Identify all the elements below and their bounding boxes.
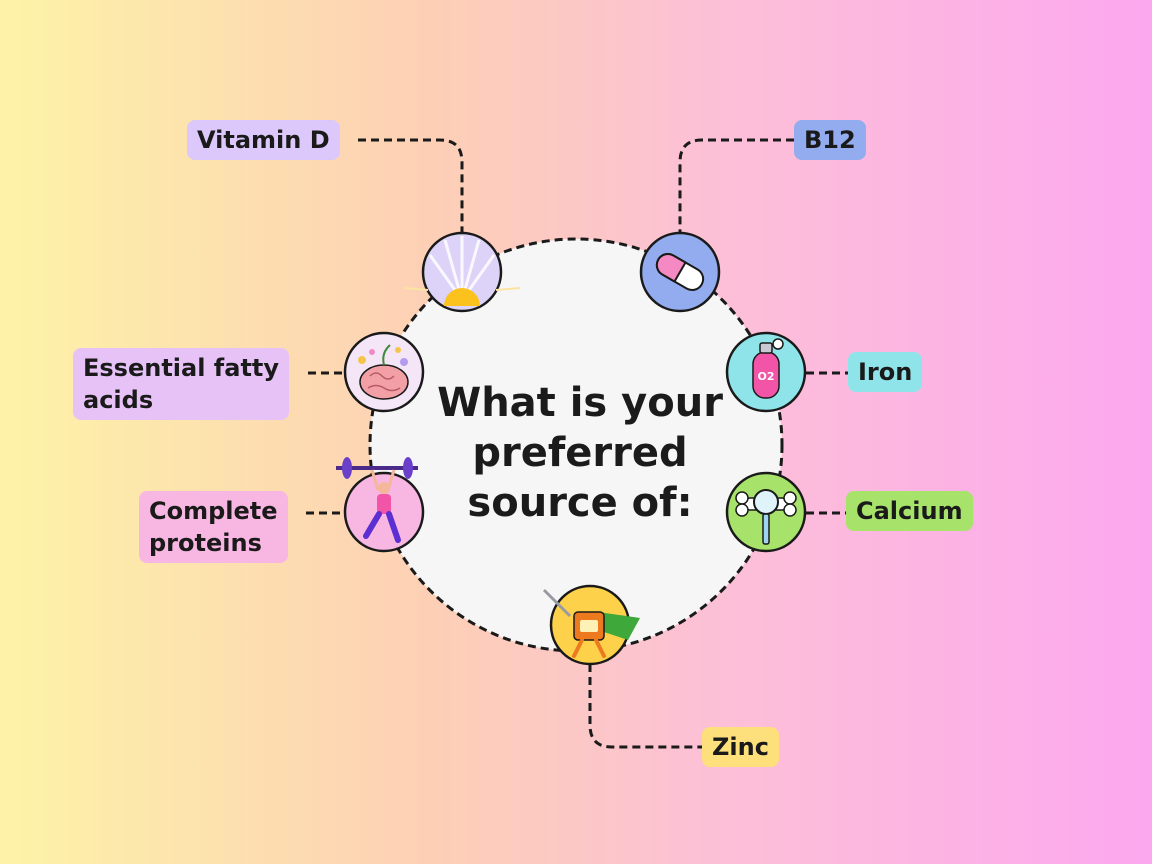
label-essential-fatty-acids-line-1: Essential fatty xyxy=(83,354,280,382)
center-circle xyxy=(368,237,784,653)
label-zinc-text: Zinc xyxy=(712,733,769,761)
label-complete-proteins: Complete proteins xyxy=(139,491,288,563)
brain-with-flowers-icon xyxy=(343,331,425,413)
center-title-line-2: preferred xyxy=(472,430,688,476)
bone-magnifier-icon xyxy=(725,471,807,553)
zinc-superhero-icon xyxy=(542,584,640,666)
label-essential-fatty-acids: Essential fatty acids xyxy=(73,348,290,420)
center-title-line-1: What is your xyxy=(437,380,723,426)
label-calcium: Calcium xyxy=(846,491,973,531)
label-iron: Iron xyxy=(848,352,923,392)
center-title-line-3: source of: xyxy=(467,480,693,526)
sun-icon xyxy=(403,231,521,313)
connector-zinc xyxy=(588,664,702,749)
label-vitamin-d: Vitamin D xyxy=(187,120,340,160)
label-essential-fatty-acids-line-2: acids xyxy=(83,386,154,414)
label-b12-text: B12 xyxy=(804,126,856,154)
connector-vitamin-d xyxy=(358,138,464,236)
label-calcium-text: Calcium xyxy=(856,497,963,525)
svg-text:O2: O2 xyxy=(757,370,774,383)
label-complete-proteins-line-2: proteins xyxy=(149,529,262,557)
label-zinc: Zinc xyxy=(702,727,779,767)
label-b12: B12 xyxy=(794,120,866,160)
weightlifter-icon xyxy=(336,457,425,553)
center-title: What is your preferred source of: xyxy=(410,378,750,528)
label-complete-proteins-line-1: Complete xyxy=(149,497,278,525)
label-vitamin-d-text: Vitamin D xyxy=(197,126,330,154)
label-iron-text: Iron xyxy=(858,358,913,386)
oxygen-tank-icon: O2 xyxy=(725,331,807,413)
pill-capsule-icon xyxy=(639,231,721,313)
connector-b12 xyxy=(678,138,794,236)
